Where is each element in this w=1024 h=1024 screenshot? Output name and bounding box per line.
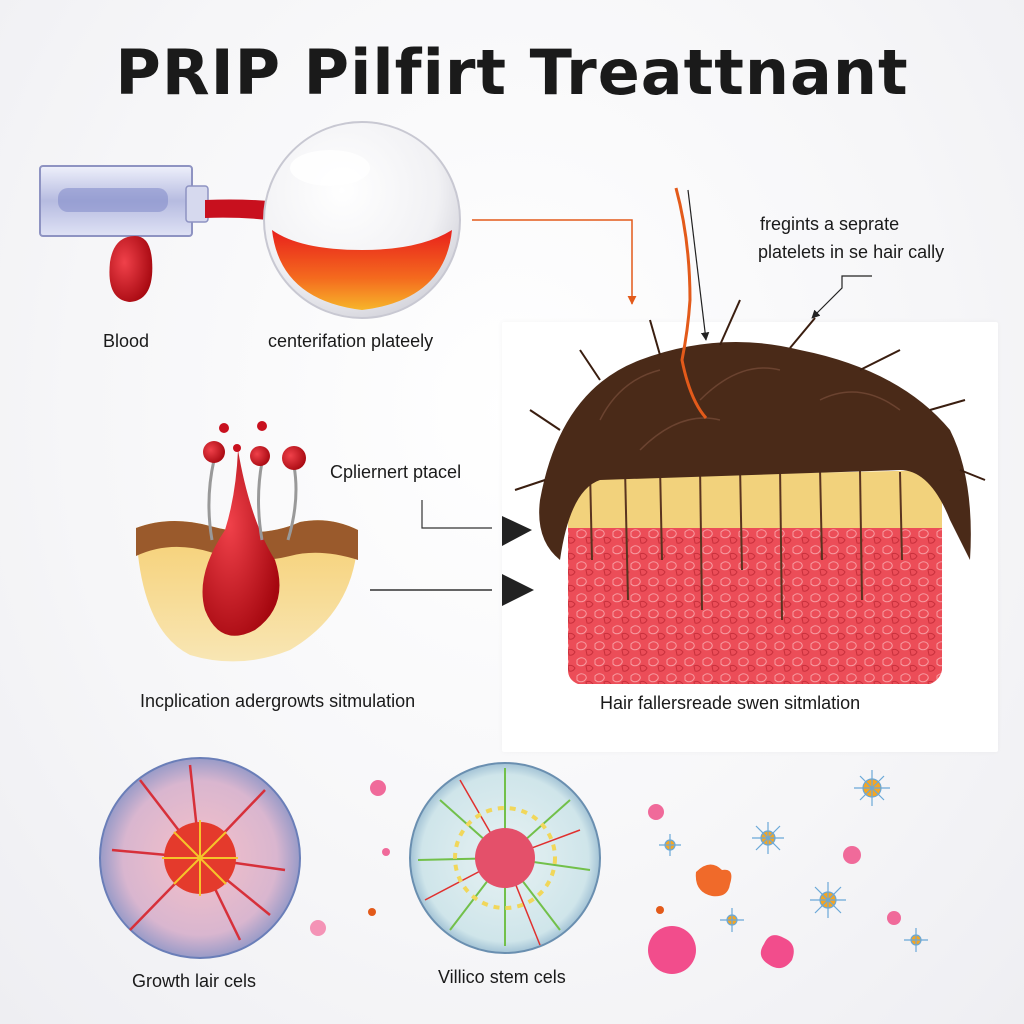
flow-arrow-centrifuge (472, 219, 637, 305)
arrowhead-lower (502, 574, 534, 606)
scalp-cross-section (514, 187, 986, 684)
blood-label: Blood (103, 331, 150, 351)
separate-platelets-label-2: platelets in se hair cally (758, 242, 945, 262)
stem-cells-label: Villico stem cels (438, 967, 566, 987)
hair-follicle-label: Hair fallersreade swen sitmlation (600, 693, 861, 713)
floating-particles (310, 770, 928, 974)
growth-cells-label: Growth lair cels (132, 971, 257, 991)
annotation-arrow-separate (811, 275, 872, 319)
page-title: PRIP Pilfirt Treattnant (115, 36, 909, 109)
stem-cell (409, 762, 601, 954)
platelet-placement-label: Cpliernert ptacel (330, 462, 462, 482)
injection-label: Incplication adergrowts sitmulation (140, 691, 416, 711)
centrifugation-label: centerifation plateely (268, 331, 434, 351)
separate-platelets-label-1: fregints a seprate (760, 214, 900, 234)
injection-diagram (136, 421, 358, 662)
centrifuge-sphere (263, 121, 461, 319)
arrowhead-upper (502, 516, 532, 546)
growth-hair-cell (99, 757, 301, 959)
connector-line-upper (421, 500, 492, 529)
